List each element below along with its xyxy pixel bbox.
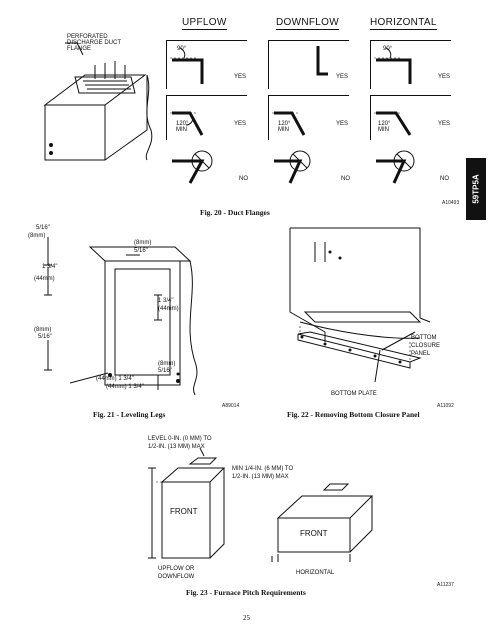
upflow-label-line2: DOWNFLOW (158, 574, 195, 580)
closure-label-line1: BOTTOM (411, 335, 437, 341)
horizontal-label: HORIZONTAL (296, 570, 335, 576)
perforated-label-line2: DISCHARGE DUCT (67, 40, 122, 46)
fig21-dim-bot2: (44mm) 1 3/4" (106, 384, 144, 390)
min-label-line1: MIN 1/4-IN. (6 MM) TO (232, 466, 294, 472)
fig23-code: A11237 (437, 582, 454, 588)
page-number: 25 (243, 614, 250, 622)
box-horizontal-90 (370, 40, 451, 89)
flange-horizontal-120 (374, 111, 412, 136)
closure-label-line2: CLOSURE (411, 343, 441, 349)
perforated-label-line1: PERFORATED (67, 34, 108, 40)
fig21-dim-br-mm: (8mm) (158, 361, 176, 367)
fig21-dim-left-in: 1 3/4" (42, 264, 58, 270)
box-downflow-120 (268, 95, 349, 140)
fig21-dim-bot1: (44mm) 1 3/4" (96, 376, 134, 382)
side-tab: 59TP5A (466, 158, 486, 220)
fig20-code: A10493 (442, 200, 460, 206)
side-tab-label: 59TP5A (471, 174, 481, 204)
pitch-horizontal-drawing (271, 483, 374, 562)
fig21-dim-tr-frac: 5/16" (134, 248, 148, 254)
no-label-upflow: NO (239, 176, 248, 182)
front-left-label: FRONT (170, 507, 198, 516)
fig21-code: A89014 (222, 403, 240, 409)
no-downflow (274, 150, 311, 184)
pitch-upflow-drawing (148, 448, 226, 559)
fig22-code: A11092 (437, 403, 454, 409)
angle-120-horizontal: 120° (378, 121, 391, 127)
perforated-label-line3: FLANGE (67, 46, 92, 52)
flange-upflow-120 (170, 111, 204, 136)
no-horizontal (376, 150, 415, 184)
closure-label-line3: PANEL (411, 351, 431, 357)
no-label-downflow: NO (341, 176, 350, 182)
fig21-dim-mid-in: 1 3/4" (158, 298, 174, 304)
box-upflow-90 (166, 40, 247, 89)
min-downflow: MIN (278, 127, 289, 133)
fig21-dim-mid-mm: (44mm) (158, 306, 179, 312)
header-horizontal: HORIZONTAL (370, 17, 437, 30)
bottom-closure-drawing (289, 227, 431, 383)
yes-downflow-90: YES (336, 74, 349, 80)
min-horizontal: MIN (378, 127, 389, 133)
fig21-dim-tr-mm: (8mm) (134, 240, 152, 246)
no-label-horizontal: NO (440, 176, 449, 182)
yes-upflow-90: YES (234, 74, 247, 80)
box-horizontal-120 (370, 95, 451, 140)
fig21-dim-left-mm: (44mm) (34, 276, 55, 282)
header-upflow: UPFLOW (182, 17, 227, 30)
fig21-dim-bl-frac: 5/16" (38, 334, 52, 340)
fig21-dim-top-frac: 5/16" (36, 225, 50, 231)
flange-horizontal-90 (374, 47, 412, 84)
fig21-dim-top-mm: (8mm) (28, 233, 46, 239)
fig21-dim-bl-mm: (8mm) (34, 327, 52, 333)
box-downflow-90 (268, 40, 349, 89)
yes-horizontal-90: YES (438, 74, 451, 80)
upflow-label-line1: UPFLOW OR (158, 566, 195, 572)
flange-downflow-90 (316, 46, 328, 76)
fig21-caption: Fig. 21 - Leveling Legs (93, 410, 166, 419)
furnace-duct-flange-drawing (43, 42, 153, 161)
min-label-line2: 1/2-IN. (13 MM) MAX (232, 474, 289, 480)
fig22-caption: Fig. 22 - Removing Bottom Closure Panel (287, 410, 420, 419)
angle-120-upflow: 120° (176, 121, 189, 127)
yes-downflow-120: YES (336, 121, 349, 127)
front-right-label: FRONT (300, 529, 328, 538)
box-upflow-120 (166, 95, 247, 140)
header-downflow: DOWNFLOW (276, 17, 339, 30)
flange-upflow-90 (170, 47, 204, 84)
yes-upflow-120: YES (234, 121, 247, 127)
leveling-legs-drawing (44, 237, 198, 396)
fig21-dim-br-frac: 5/16" (158, 368, 172, 374)
fig23-caption: Fig. 23 - Furnace Pitch Requirements (186, 588, 306, 597)
fig20-caption: Fig. 20 - Duct Flanges (200, 208, 270, 217)
yes-horizontal-120: YES (438, 121, 451, 127)
angle-120-downflow: 120° (278, 121, 291, 127)
flange-downflow-120 (272, 111, 306, 136)
no-upflow (172, 150, 213, 184)
bottom-plate-label: BOTTOM PLATE (331, 391, 377, 397)
min-upflow: MIN (176, 127, 187, 133)
level-label-line1: LEVEL 0-IN. (0 MM) TO (148, 436, 212, 442)
level-label-line2: 1/2-IN. (13 MM) MAX (148, 444, 205, 450)
